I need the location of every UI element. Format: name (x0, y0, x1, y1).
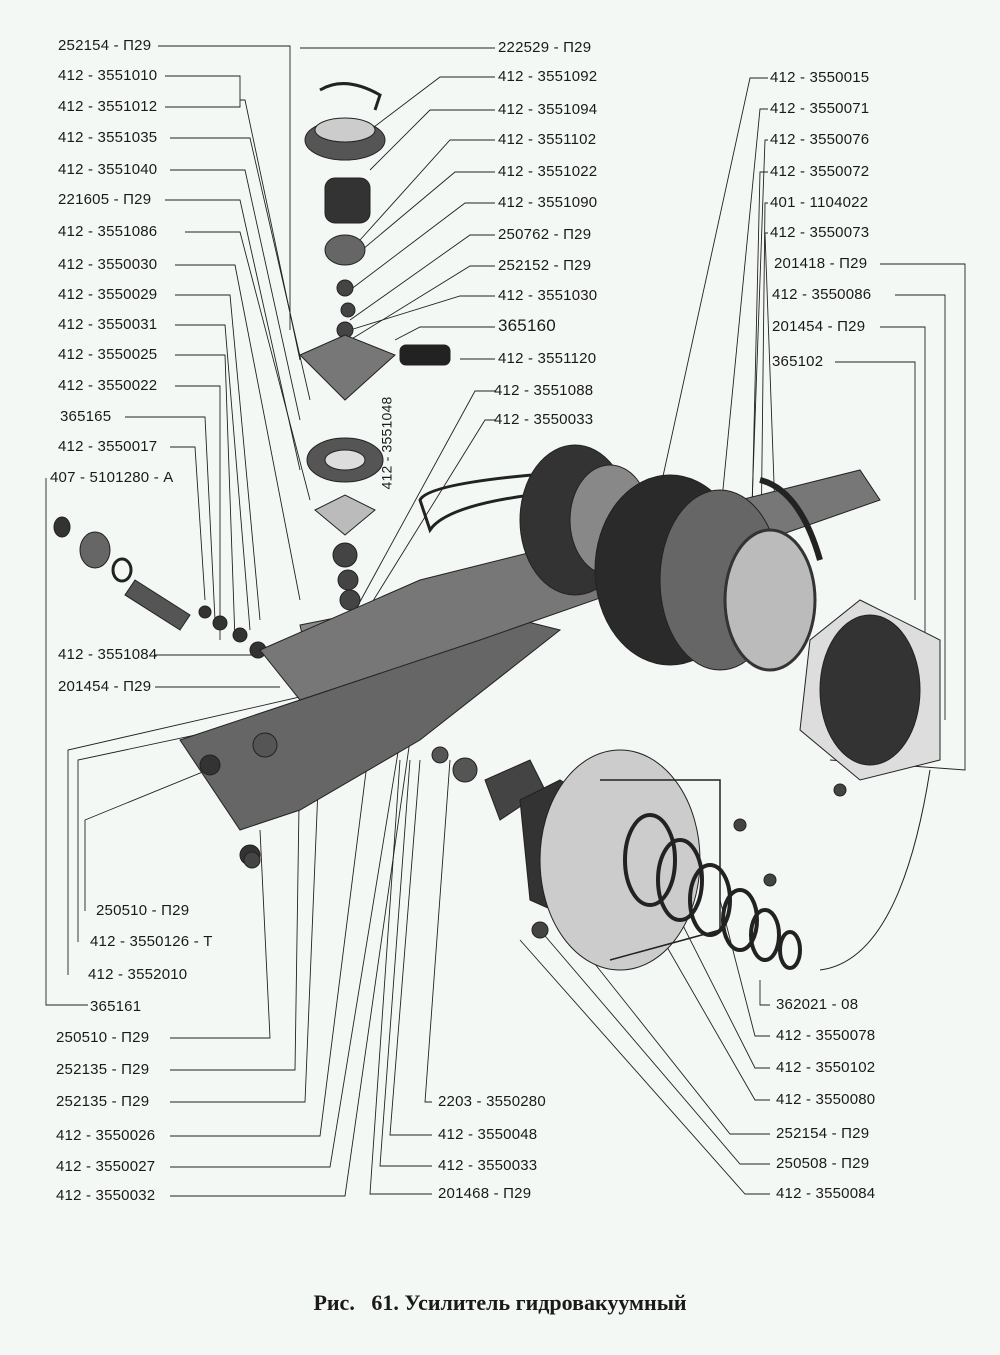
part-label: 412 - 3550071 (770, 100, 870, 117)
part-label: 412 - 3551094 (498, 101, 598, 118)
part-label: 412 - 3550026 (56, 1127, 156, 1144)
leader-lines (45, 45, 966, 1197)
part-label: 412 - 3550015 (770, 69, 870, 86)
part-label: 412 - 3550025 (58, 346, 158, 363)
part-label: 412 - 3550080 (776, 1091, 876, 1108)
part-label: 412 - 3550126 - Т (90, 933, 213, 950)
part-label: 412 - 3550086 (772, 286, 872, 303)
part-label: 412 - 3551022 (498, 163, 598, 180)
part-label: 412 - 3550030 (58, 256, 158, 273)
part-label: 252152 - П29 (498, 257, 592, 274)
part-label: 412 - 3551010 (58, 67, 158, 84)
part-label: 412 - 3551035 (58, 129, 158, 146)
part-label: 412 - 3550027 (56, 1158, 156, 1175)
part-label: 412 - 3551102 (498, 131, 597, 148)
part-label: 412 - 3551030 (498, 287, 598, 304)
part-label: 201418 - П29 (774, 255, 868, 272)
part-label-vertical: 412 - 3551048 (378, 396, 395, 490)
part-label: 412 - 3550029 (58, 286, 158, 303)
part-label: 201454 - П29 (772, 318, 866, 335)
part-label: 201454 - П29 (58, 678, 152, 695)
part-label: 412 - 3551084 (58, 646, 158, 663)
part-label: 412 - 3550072 (770, 163, 870, 180)
part-label: 412 - 3550022 (58, 377, 158, 394)
part-label: 201468 - П29 (438, 1185, 532, 1202)
part-label: 401 - 1104022 (770, 194, 869, 211)
vacuum-chamber (519, 444, 941, 887)
part-label: 412 - 3551120 (498, 350, 597, 367)
part-label: 250510 - П29 (56, 1029, 150, 1046)
part-label: 412 - 3550048 (438, 1126, 538, 1143)
part-label: 365161 (90, 998, 142, 1015)
part-label: 412 - 3550033 (438, 1157, 538, 1174)
part-label: 365165 (60, 408, 112, 425)
lower-chamber-spring (243, 749, 931, 971)
part-label: 412 - 3551086 (58, 223, 158, 240)
part-label: 412 - 3550073 (770, 224, 870, 241)
part-label: 362021 - 08 (776, 996, 859, 1013)
part-label: 412 - 3550084 (776, 1185, 876, 1202)
part-label: 250508 - П29 (776, 1155, 870, 1172)
part-label: 412 - 3551092 (498, 68, 598, 85)
part-label: 412 - 3550031 (58, 316, 158, 333)
part-label: 412 - 3550076 (770, 131, 870, 148)
part-label: 221605 - П29 (58, 191, 152, 208)
part-label: 412 - 3550078 (776, 1027, 876, 1044)
part-label: 412 - 3550017 (58, 438, 158, 455)
part-label: 2203 - 3550280 (438, 1093, 546, 1110)
left-fittings (53, 516, 267, 659)
figure-caption: Рис. 61. Усилитель гидровакуумный (313, 1290, 687, 1315)
part-label: 252135 - П29 (56, 1093, 150, 1110)
part-label: 222529 - П29 (498, 39, 592, 56)
part-label: 412 - 3551088 (494, 382, 594, 399)
part-label: 412 - 3552010 (88, 966, 188, 983)
part-label: 365102 (772, 353, 824, 370)
part-label: 412 - 3550102 (776, 1059, 876, 1076)
part-label: 412 - 3551040 (58, 161, 158, 178)
part-label: 412 - 3550033 (494, 411, 594, 428)
part-label: 250762 - П29 (498, 226, 592, 243)
part-label: 412 - 3550032 (56, 1187, 156, 1204)
part-label: 252154 - П29 (58, 37, 152, 54)
part-label: 252154 - П29 (776, 1125, 870, 1142)
part-label: 412 - 3551090 (498, 194, 598, 211)
part-label: 365160 (498, 316, 556, 335)
part-label: 250510 - П29 (96, 902, 190, 919)
part-label: 412 - 3551012 (58, 98, 158, 115)
part-label: 252135 - П29 (56, 1061, 150, 1078)
part-label: 407 - 5101280 - А (50, 469, 174, 486)
